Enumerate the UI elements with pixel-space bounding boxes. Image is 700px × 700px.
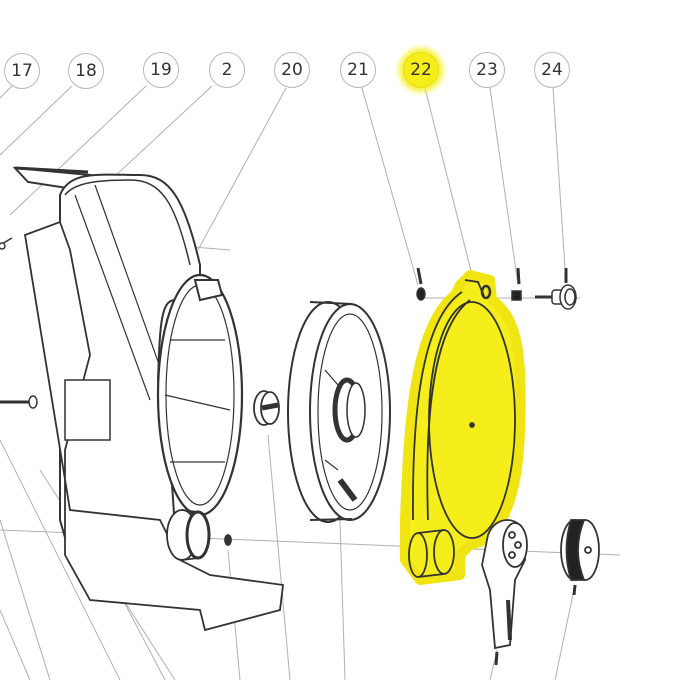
knob-right bbox=[560, 519, 600, 596]
screw-left bbox=[0, 237, 38, 409]
callout-21[interactable]: 21 bbox=[340, 52, 376, 88]
callout-18[interactable]: 18 bbox=[68, 53, 104, 89]
fan-impeller bbox=[287, 301, 391, 523]
callout-19[interactable]: 19 bbox=[143, 52, 179, 88]
housing-cover-highlighted bbox=[400, 270, 526, 585]
hardware-row bbox=[416, 267, 577, 310]
blower-housing bbox=[12, 166, 284, 632]
callout-2[interactable]: 2 bbox=[209, 52, 245, 88]
callout-22-highlighted[interactable]: 22 bbox=[403, 52, 439, 88]
handle-grip bbox=[481, 519, 528, 666]
small-knob bbox=[224, 390, 280, 546]
callout-20[interactable]: 20 bbox=[274, 52, 310, 88]
callout-17[interactable]: 17 bbox=[4, 53, 40, 89]
callout-24[interactable]: 24 bbox=[534, 52, 570, 88]
callout-23[interactable]: 23 bbox=[469, 52, 505, 88]
